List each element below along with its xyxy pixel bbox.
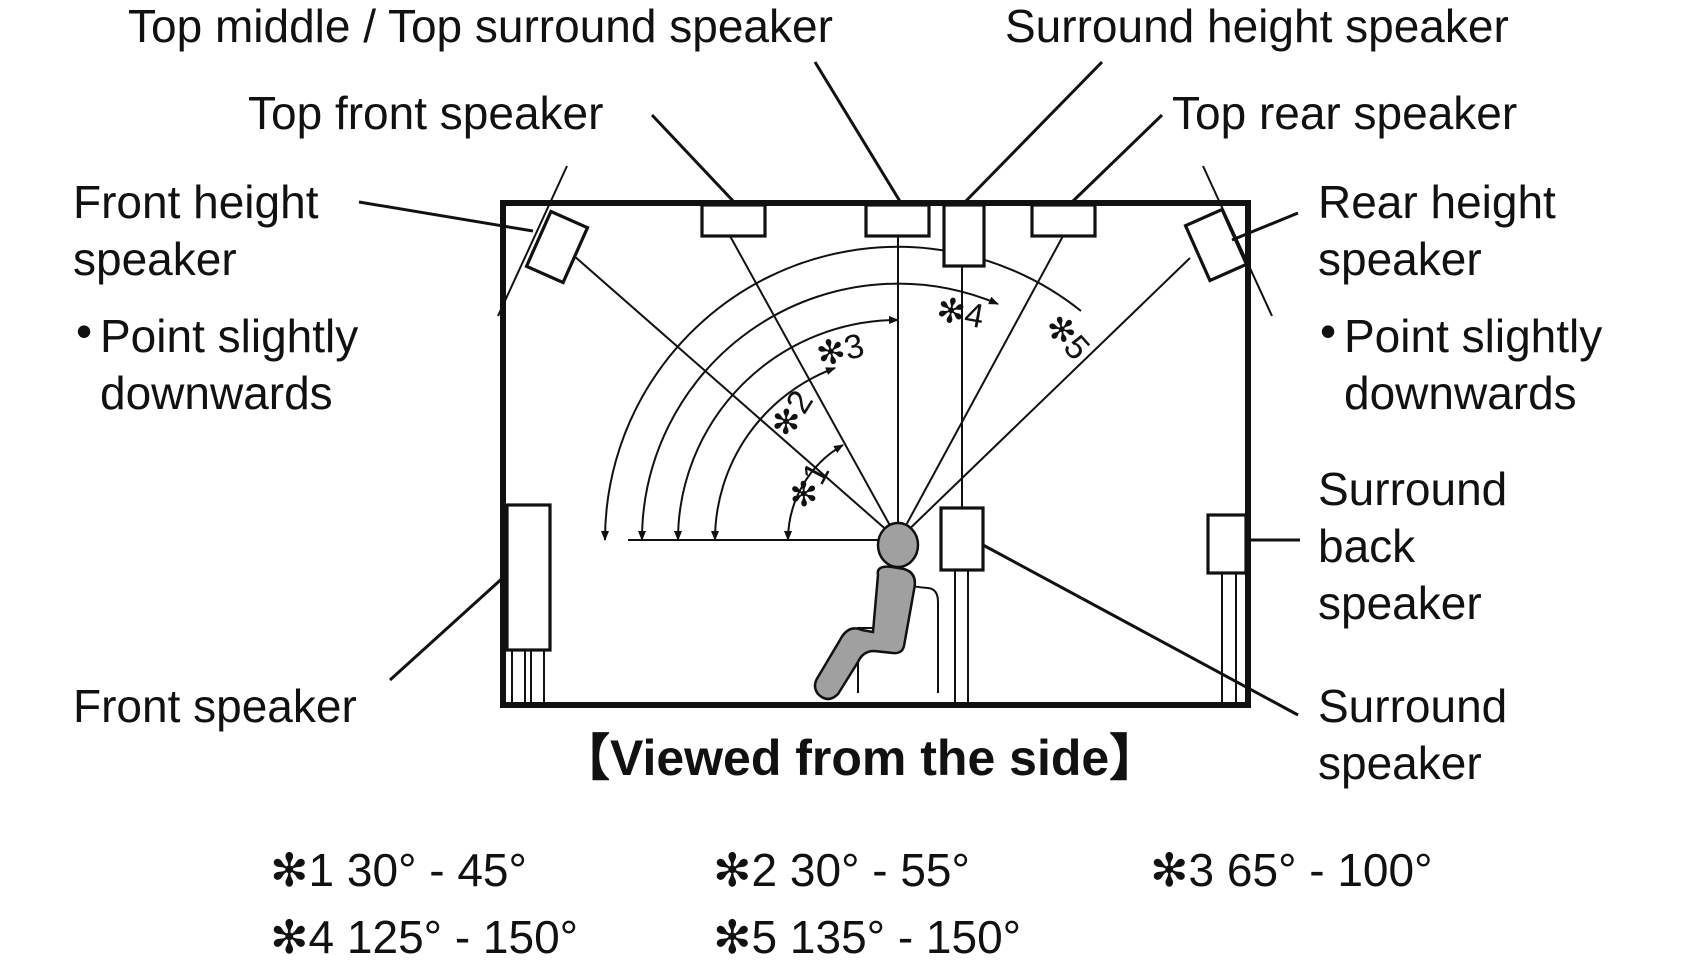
note-rear-height-line1: Point slightly bbox=[1344, 310, 1602, 362]
angle-arc-5 bbox=[601, 245, 1082, 541]
note-rear-height-line2: downwards bbox=[1344, 367, 1577, 419]
listener-body bbox=[813, 565, 917, 701]
leader-top-rear bbox=[1069, 113, 1164, 205]
legend-angle-1: ✻1 30° - 45° bbox=[270, 844, 527, 896]
leader-top-front bbox=[650, 113, 737, 205]
leader-rear-height bbox=[1231, 211, 1299, 242]
angle-arc-4 bbox=[637, 282, 999, 541]
label-front-height-line1: Front height bbox=[73, 176, 319, 228]
label-top-front: Top front speaker bbox=[248, 87, 603, 139]
leader-front-height bbox=[358, 200, 534, 233]
leader-top-middle bbox=[813, 61, 903, 204]
diagram-title: 【Viewed from the side】 bbox=[560, 730, 1159, 786]
front-height-axis bbox=[497, 165, 568, 317]
rear-height-speaker bbox=[1183, 207, 1249, 283]
angle-mark-2: ✻2 bbox=[764, 384, 821, 444]
legend-angle-3: ✻3 65° - 100° bbox=[1150, 844, 1433, 896]
label-front-speaker: Front speaker bbox=[73, 680, 357, 732]
sightline-front-height bbox=[564, 247, 899, 541]
leader-surround-height bbox=[962, 60, 1104, 205]
label-surround-back-line1: Surround bbox=[1318, 463, 1507, 515]
label-surround-height: Surround height speaker bbox=[1005, 0, 1509, 52]
surround-height-speaker bbox=[942, 203, 986, 268]
listener-head bbox=[876, 521, 920, 569]
label-top-middle: Top middle / Top surround speaker bbox=[128, 0, 833, 52]
label-surround-line1: Surround bbox=[1318, 680, 1507, 732]
legend-angle-2: ✻2 30° - 55° bbox=[713, 844, 970, 896]
room-outline bbox=[500, 200, 1251, 708]
surround-back-speaker bbox=[1206, 513, 1248, 575]
top-rear-speaker bbox=[1030, 203, 1097, 238]
rear-height-axis bbox=[1202, 165, 1273, 317]
label-rear-height-line2: speaker bbox=[1318, 233, 1482, 285]
top-middle-speaker bbox=[864, 203, 931, 238]
label-top-rear: Top rear speaker bbox=[1172, 87, 1517, 139]
note-front-height-line1: Point slightly bbox=[100, 310, 358, 362]
bullet-rear-height: • bbox=[1320, 305, 1336, 357]
leader-surround bbox=[982, 543, 1299, 717]
front-height-speaker bbox=[524, 209, 590, 285]
note-front-height-line2: downwards bbox=[100, 367, 333, 419]
label-rear-height-line1: Rear height bbox=[1318, 176, 1556, 228]
legend-angle-5: ✻5 135° - 150° bbox=[713, 911, 1021, 963]
angle-mark-1: ✻1 bbox=[782, 456, 838, 516]
front-speaker bbox=[505, 503, 552, 652]
bullet-front-height: • bbox=[76, 305, 92, 357]
label-surround-back-line2: back bbox=[1318, 520, 1416, 572]
label-front-height-line2: speaker bbox=[73, 233, 237, 285]
label-surround-line2: speaker bbox=[1318, 737, 1482, 789]
label-surround-back-line3: speaker bbox=[1318, 577, 1482, 629]
surround-speaker bbox=[939, 506, 985, 572]
leader-front-speaker bbox=[388, 573, 508, 682]
angle-mark-4: ✻4 bbox=[934, 290, 987, 336]
angle-mark-5: ✻5 bbox=[1037, 307, 1097, 368]
legend-angle-4: ✻4 125° - 150° bbox=[270, 911, 578, 963]
top-front-speaker bbox=[700, 203, 767, 238]
